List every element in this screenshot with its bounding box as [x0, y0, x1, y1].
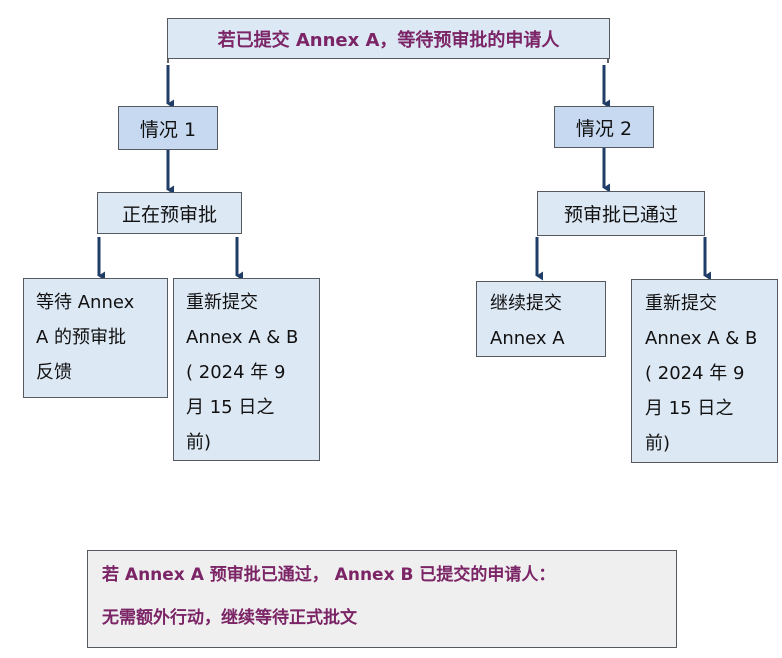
- case2-status-box: 预审批已通过: [537, 191, 705, 236]
- case2-continue-box: 继续提交 Annex A: [476, 281, 606, 357]
- case2-resubmit-line-5: 前): [645, 433, 671, 454]
- case1-wait-line-2: A 的预审批: [36, 327, 127, 348]
- case1-resubmit-line-3: ( 2024 年 9: [186, 362, 286, 383]
- case2-resubmit-line-4: 月 15 日之: [645, 398, 734, 419]
- note-line-1: 若 Annex A 预审批已通过， Annex B 已提交的申请人：: [102, 565, 556, 585]
- case2-resubmit-line-1: 重新提交: [645, 293, 717, 314]
- case2-resubmit-box: 重新提交 Annex A & B ( 2024 年 9 月 15 日之 前): [631, 279, 778, 463]
- note-line-2: 无需额外行动，继续等待正式批文: [102, 608, 357, 628]
- case2-resubmit-line-3: ( 2024 年 9: [645, 363, 745, 384]
- case1-status: 正在预审批: [121, 203, 217, 226]
- case2-continue-line-1: 继续提交: [490, 293, 562, 314]
- case1-resubmit-line-2: Annex A & B: [186, 327, 299, 348]
- case2-status: 预审批已通过: [563, 204, 678, 226]
- case1-wait-box: 等待 Annex A 的预审批 反馈: [23, 278, 168, 398]
- case1-wait-line-1: 等待 Annex: [36, 292, 135, 313]
- note-box: 若 Annex A 预审批已通过， Annex B 已提交的申请人： 无需额外行…: [87, 550, 677, 648]
- case1-resubmit-line-4: 月 15 日之: [186, 397, 275, 418]
- case2-box: 情况 2: [554, 106, 654, 148]
- case2-label: 情况 2: [575, 117, 633, 140]
- case1-resubmit-box: 重新提交 Annex A & B ( 2024 年 9 月 15 日之 前): [173, 278, 320, 461]
- case1-box: 情况 1: [118, 106, 218, 150]
- case2-continue-line-2: Annex A: [490, 328, 565, 349]
- title-box: 若已提交 Annex A，等待预审批的申请人: [167, 18, 610, 59]
- case1-status-box: 正在预审批: [97, 192, 242, 234]
- case1-wait-line-3: 反馈: [36, 362, 72, 383]
- case1-resubmit-line-5: 前): [186, 432, 212, 453]
- title-text: 若已提交 Annex A，等待预审批的申请人: [217, 29, 560, 51]
- case1-resubmit-line-1: 重新提交: [186, 292, 258, 313]
- case1-label: 情况 1: [139, 118, 197, 141]
- case2-resubmit-line-2: Annex A & B: [645, 328, 758, 349]
